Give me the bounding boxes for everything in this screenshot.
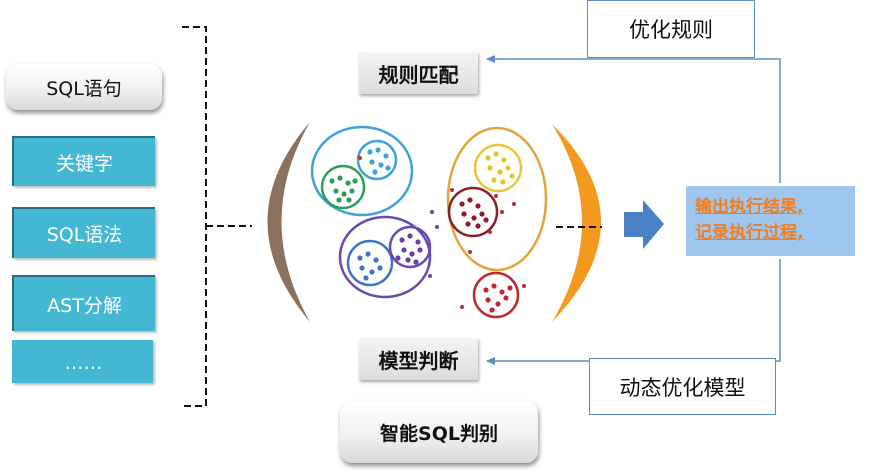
optimize-rules-label: 优化规则	[629, 18, 713, 42]
block-arrow	[624, 200, 664, 249]
ellipsis-box: ……	[12, 340, 153, 383]
smart-sql-judgment-box: 智能SQL判别	[340, 401, 538, 463]
sql-statement-label: SQL语句	[46, 77, 122, 100]
keyword-label: 关键字	[55, 152, 113, 175]
optimize-rules-box: 优化规则	[587, 0, 755, 58]
sql-syntax-box: SQL语法	[12, 207, 155, 258]
dynamic-optimize-model-label: 动态优化模型	[619, 375, 746, 400]
left-arc	[267, 122, 310, 322]
smart-sql-judgment-label: 智能SQL判别	[380, 422, 498, 445]
model-judgment-label: 模型判断	[378, 348, 459, 373]
dynamic-optimize-model-box: 动态优化模型	[589, 358, 776, 415]
clusters-illustration	[310, 112, 552, 330]
sql-syntax-label: SQL语法	[46, 224, 123, 246]
keyword-box: 关键字	[12, 136, 155, 186]
ast-decomposition-box: AST分解	[12, 275, 155, 331]
output-line-1: 输出执行结果,	[695, 197, 804, 217]
right-arc	[552, 124, 601, 322]
dashed-bracket	[182, 26, 252, 407]
output-line-2: 记录执行过程,	[695, 223, 804, 243]
rule-matching-box: 规则匹配	[359, 52, 478, 94]
ellipsis-label: ……	[64, 351, 103, 374]
rule-matching-label: 规则匹配	[378, 62, 459, 87]
feedback-lines	[486, 55, 781, 365]
output-result-box: 输出执行结果, 记录执行过程,	[686, 186, 855, 256]
model-judgment-box: 模型判断	[359, 338, 478, 380]
sql-statement-box: SQL语句	[6, 64, 162, 110]
ast-decomposition-label: AST分解	[47, 294, 122, 317]
